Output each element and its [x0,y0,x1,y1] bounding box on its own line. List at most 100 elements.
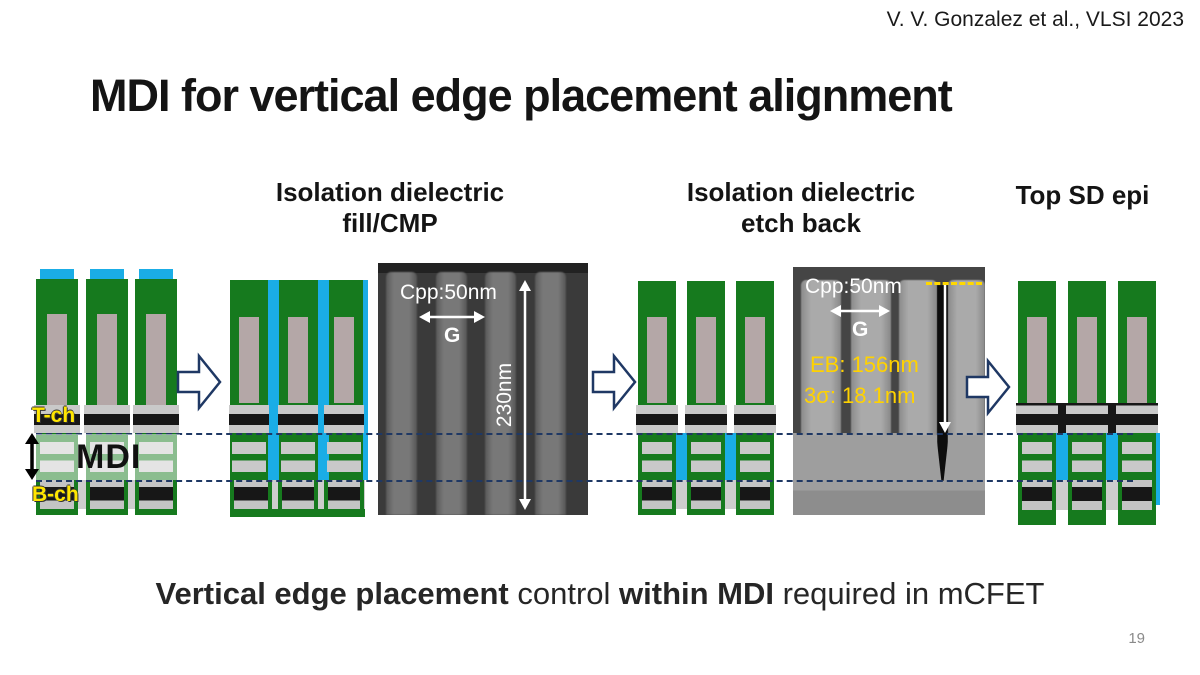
process-arrow-icon [591,352,637,412]
fin [1066,281,1108,525]
bottom-channel-stripes [687,480,725,509]
sem-etched-band [793,433,985,515]
schematic-top-sd-epi [1016,281,1160,525]
substrate-strip [230,509,365,517]
mdi-stripes [1122,442,1152,472]
step-header-top-sd-epi: Top SD epi [990,180,1175,211]
top-channel-label: T-ch [32,404,76,427]
gate [1077,317,1097,403]
mdi-top-guide-line [36,433,1133,435]
bottom-channel-stripes [278,480,318,509]
schematic-etch-back [636,281,776,515]
gate [745,317,765,403]
sem2-cpp-label: Cpp:50nm [805,275,902,298]
page-number: 19 [1128,630,1145,647]
gate [334,317,354,403]
sem-image-etch-back [793,267,985,515]
key-message: Vertical edge placement control within M… [0,576,1200,612]
mdi-stripes [691,442,721,472]
sem1-depth-label: 230nm [493,362,516,428]
bottom-channel-label: B-ch [32,483,79,506]
top-channel-stripes [34,405,80,433]
bottom-channel-stripes [230,480,272,509]
step-header-line: Top SD epi [1015,180,1150,210]
gate [47,314,67,406]
top-channel-stripes [324,405,364,433]
fin-cap [40,269,74,279]
top-channel-stripes [278,405,318,433]
fin-cap [90,269,124,279]
bottom-channel-stripes [638,480,676,509]
process-arrow-icon [176,352,222,412]
step-header-line: Isolation dielectric [686,177,916,207]
bottom-channel-stripes [736,480,774,509]
top-channel-stripes [133,405,179,433]
mdi-stripes [1022,442,1052,472]
top-channel-stripes [84,405,130,433]
mdi-height-arrow-icon [25,433,39,480]
cpp-width-arrow-icon [419,311,485,323]
dielectric-fill-edge [363,280,368,480]
mdi-stripes [740,442,770,472]
gate [97,314,117,406]
cpp-width-arrow-icon [830,305,890,317]
gate [696,317,716,403]
sem1-gate-label: G [444,324,461,347]
mdi-label: MDI [76,438,142,476]
top-channel-stripes [1016,403,1058,433]
sem2-gate-label: G [852,318,869,341]
sem-pillar [899,280,937,435]
top-channel-stripes [636,405,678,433]
page-title: MDI for vertical edge placement alignmen… [90,70,953,121]
step-header-line: fill/CMP [342,208,438,238]
sem-pillar [801,280,841,435]
step-header-line: Isolation dielectric [275,177,505,207]
schematic-fill-cmp [229,280,370,517]
gate [146,314,166,406]
bottom-channel-stripes [36,480,78,509]
mdi-bottom-guide-line [36,480,1133,482]
bottom-channel-stripes [135,480,177,509]
top-channel-stripes [1066,403,1108,433]
target-level-dashed-line [926,282,982,285]
step-header-etch-back: Isolation dielectric etch back [651,177,951,239]
sem-pillar [485,272,516,515]
sem-pillar [535,272,566,515]
dielectric-fill-column [318,280,329,480]
top-channel-stripes [229,405,269,433]
gate [239,317,259,403]
sem2-etch-back-label: EB: 156nm [810,352,919,377]
top-channel-stripes [1116,403,1158,433]
citation: V. V. Gonzalez et al., VLSI 2023 [886,8,1184,31]
sem-pillar [386,272,417,515]
process-arrow-icon [965,357,1011,417]
mdi-stripes [281,442,315,472]
mdi-stripes [232,442,266,472]
mdi-stripes [327,442,361,472]
gate [1127,317,1147,403]
key-message-text: required in mCFET [774,576,1045,611]
sem2-sigma-label: 3σ: 18.1nm [804,383,916,408]
fin [84,269,130,515]
fin [685,281,727,515]
sem-image-fill-cmp [378,263,588,515]
bottom-channel-stripes [1018,480,1056,510]
top-channel-stripes [685,405,727,433]
key-message-text: control [508,576,620,611]
sem-pillar [851,280,891,435]
dielectric-fill-column [268,280,279,480]
key-message-bold: within MDI [619,576,774,611]
mdi-highlight [30,434,180,480]
bottom-channel-stripes [1118,480,1156,510]
mdi-stripes [642,442,672,472]
bottom-channel-stripes [1068,480,1106,510]
gate [647,317,667,403]
sem-pillar [436,272,467,515]
top-channel-stripes [734,405,776,433]
gate [288,317,308,403]
fin [1016,281,1058,525]
gate [1027,317,1047,403]
sem1-cpp-label: Cpp:50nm [400,281,497,304]
dielectric-edge [1155,433,1160,505]
